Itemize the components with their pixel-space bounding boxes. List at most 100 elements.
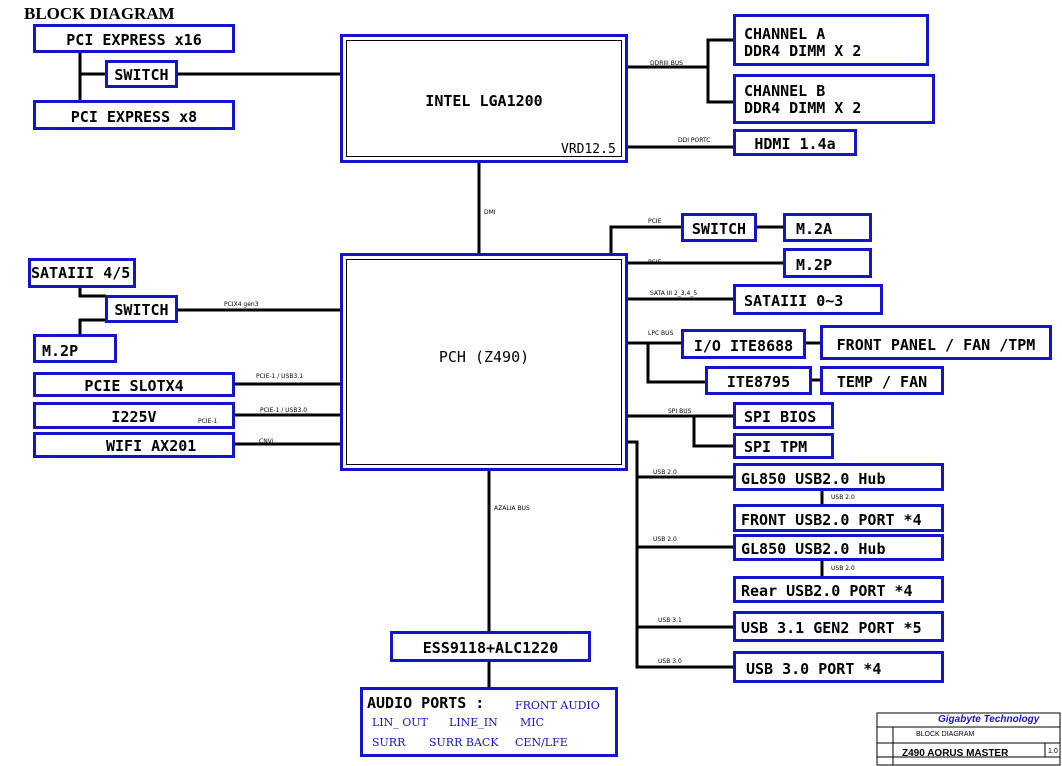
rear-usb2-label: Rear USB2.0 PORT *4 <box>741 582 913 600</box>
pcie-slot-box: PCIE SLOTX4 <box>33 372 235 397</box>
front-usb2-label: FRONT USB2.0 PORT *4 <box>741 511 922 529</box>
hdmi-box: HDMI 1.4a <box>733 129 857 156</box>
channel-a-line2: DDR4 DIMM X 2 <box>744 42 862 60</box>
wire-pci16-switch <box>78 52 106 76</box>
bus-label-usb20-c: USB 2.0 <box>653 536 677 543</box>
switch-left-box: SWITCH <box>105 295 178 323</box>
cpu-label: INTEL LGA1200 <box>425 92 543 110</box>
ess-codec-label: ESS9118+ALC1220 <box>422 639 559 657</box>
m2a-box: M.2A <box>783 213 872 242</box>
temp-fan-label: TEMP / FAN <box>836 373 928 391</box>
switch-pch-box: SWITCH <box>681 213 757 242</box>
wire-switch-m2p <box>78 318 106 335</box>
spi-bios-box: SPI BIOS <box>733 402 834 429</box>
gl850-hub-2-box: GL850 USB2.0 Hub <box>733 534 944 561</box>
bus-label-usb20-a: USB 2.0 <box>653 469 677 476</box>
audio-ports-box: AUDIO PORTS : FRONT AUDIO LIN_ OUT LINE_… <box>360 687 618 757</box>
vrd-label: VRD12.5 <box>561 142 616 157</box>
bus-label-pcix4: PCIX4 gen3 <box>224 301 259 308</box>
bus-label-cnvi: CNVi <box>259 438 274 445</box>
sataiii-03-box: SATAIII 0~3 <box>733 284 883 315</box>
io-ite8688-box: I/O ITE8688 <box>681 329 806 359</box>
front-usb2-box: FRONT USB2.0 PORT *4 <box>733 504 944 532</box>
io-ite8688-label: I/O ITE8688 <box>693 337 794 355</box>
page-title: BLOCK DIAGRAM <box>24 4 175 23</box>
wire-spi-tpm <box>692 416 733 448</box>
channel-a-line1: CHANNEL A <box>744 25 826 43</box>
spi-tpm-label: SPI TPM <box>744 438 808 456</box>
bus-label-lpc: LPC BUS <box>648 330 674 337</box>
title-block-model: Z490 AORUS MASTER <box>902 748 1009 759</box>
m2p-right-label: M.2P <box>796 256 833 274</box>
channel-b-line2: DDR4 DIMM X 2 <box>744 99 862 117</box>
wifi-label: WIFI AX201 <box>106 437 197 455</box>
title-block-company: Gigabyte Technology <box>938 714 1040 725</box>
pch-box: PCH (Z490) <box>340 253 628 471</box>
pci-express-x16-label: PCI EXPRESS x16 <box>66 31 202 49</box>
usb30-box: USB 3.0 PORT *4 <box>733 651 944 683</box>
wifi-box: WIFI AX201 <box>33 432 235 458</box>
bus-label-usb31: USB 3.1 <box>658 617 682 624</box>
sataiii-45-label: SATAIII 4/5 <box>31 264 131 282</box>
pcie-slot-label: PCIE SLOTX4 <box>84 377 184 395</box>
front-panel-box: FRONT PANEL / FAN /TPM <box>820 325 1052 360</box>
ess-codec-box: ESS9118+ALC1220 <box>390 631 591 662</box>
wire-pch-usb-trunk <box>627 440 733 669</box>
channel-b-line1: CHANNEL B <box>744 82 826 100</box>
bus-label-usb30: USB 3.0 <box>658 658 682 665</box>
audio-lin-out-label: LIN_ OUT <box>372 716 428 729</box>
usb31-label: USB 3.1 GEN2 PORT *5 <box>741 619 922 637</box>
audio-line-in-label: LINE_IN <box>449 716 498 729</box>
m2p-left-box: M.2P <box>33 334 117 363</box>
bus-label-usb20-b: USB 2.0 <box>831 494 855 501</box>
pch-label: PCH (Z490) <box>438 348 530 366</box>
bus-label-dmi: DMI <box>484 209 496 216</box>
sataiii-03-label: SATAIII 0~3 <box>744 292 844 310</box>
bus-label-sata: SATA III 2_3,4_5 <box>650 290 698 297</box>
bus-label-pcie: PCIE <box>648 218 662 225</box>
bus-label-ddi: DDI PORTC <box>678 137 711 144</box>
bus-label-spi: SPI BUS <box>668 408 692 415</box>
wire-ddr-split <box>706 38 733 104</box>
sataiii-45-box: SATAIII 4/5 <box>28 258 136 288</box>
title-block-frame <box>876 712 1061 766</box>
m2p-left-label: M.2P <box>42 342 79 360</box>
channel-b-box: CHANNEL B DDR4 DIMM X 2 <box>733 74 935 124</box>
m2a-label: M.2A <box>796 220 833 238</box>
wire-pch-pcie <box>609 225 682 254</box>
i225v-box: I225V <box>33 402 235 429</box>
audio-surr-back-label: SURR BACK <box>429 736 499 749</box>
m2p-right-box: M.2P <box>783 248 872 278</box>
switch-top-box: SWITCH <box>105 60 178 88</box>
usb31-box: USB 3.1 GEN2 PORT *5 <box>733 611 944 642</box>
audio-surr-label: SURR <box>372 736 406 749</box>
gl850-hub-1-label: GL850 USB2.0 Hub <box>741 470 886 488</box>
switch-left-label: SWITCH <box>114 301 169 319</box>
bus-label-usb20-d: USB 2.0 <box>831 565 855 572</box>
rear-usb2-box: Rear USB2.0 PORT *4 <box>733 576 944 603</box>
cpu-box: INTEL LGA1200 VRD12.5 <box>340 34 628 163</box>
bus-label-azalia: AZALIA BUS <box>494 505 530 512</box>
switch-top-label: SWITCH <box>114 66 169 84</box>
spi-bios-label: SPI BIOS <box>744 408 817 426</box>
bus-label-pcie2: PCIE <box>648 259 662 266</box>
audio-cen-lfe-label: CEN/LFE <box>515 736 568 749</box>
front-panel-label: FRONT PANEL / FAN /TPM <box>836 336 1036 354</box>
hdmi-label: HDMI 1.4a <box>754 135 836 153</box>
wire-lpc-ite <box>646 343 706 384</box>
bus-label-pcie1: PCIE-1 <box>198 418 218 425</box>
i225v-label: I225V <box>111 408 157 426</box>
spi-tpm-box: SPI TPM <box>733 433 834 459</box>
bus-label-pcie1-usb31: PCIE-1 / USB3.1 <box>256 373 304 380</box>
bus-label-pcie1-usb30: PCIE-1 / USB3.0 <box>260 407 308 414</box>
gl850-hub-2-label: GL850 USB2.0 Hub <box>741 540 886 558</box>
ite8795-box: ITE8795 <box>705 366 812 395</box>
audio-ports-title: AUDIO PORTS : <box>367 694 485 712</box>
gl850-hub-1-box: GL850 USB2.0 Hub <box>733 463 944 491</box>
channel-a-box: CHANNEL A DDR4 DIMM X 2 <box>733 14 929 66</box>
wire-sata45-switch <box>78 287 106 298</box>
title-block-sheet: BLOCK DIAGRAM <box>916 731 975 738</box>
usb30-label: USB 3.0 PORT *4 <box>746 660 882 678</box>
